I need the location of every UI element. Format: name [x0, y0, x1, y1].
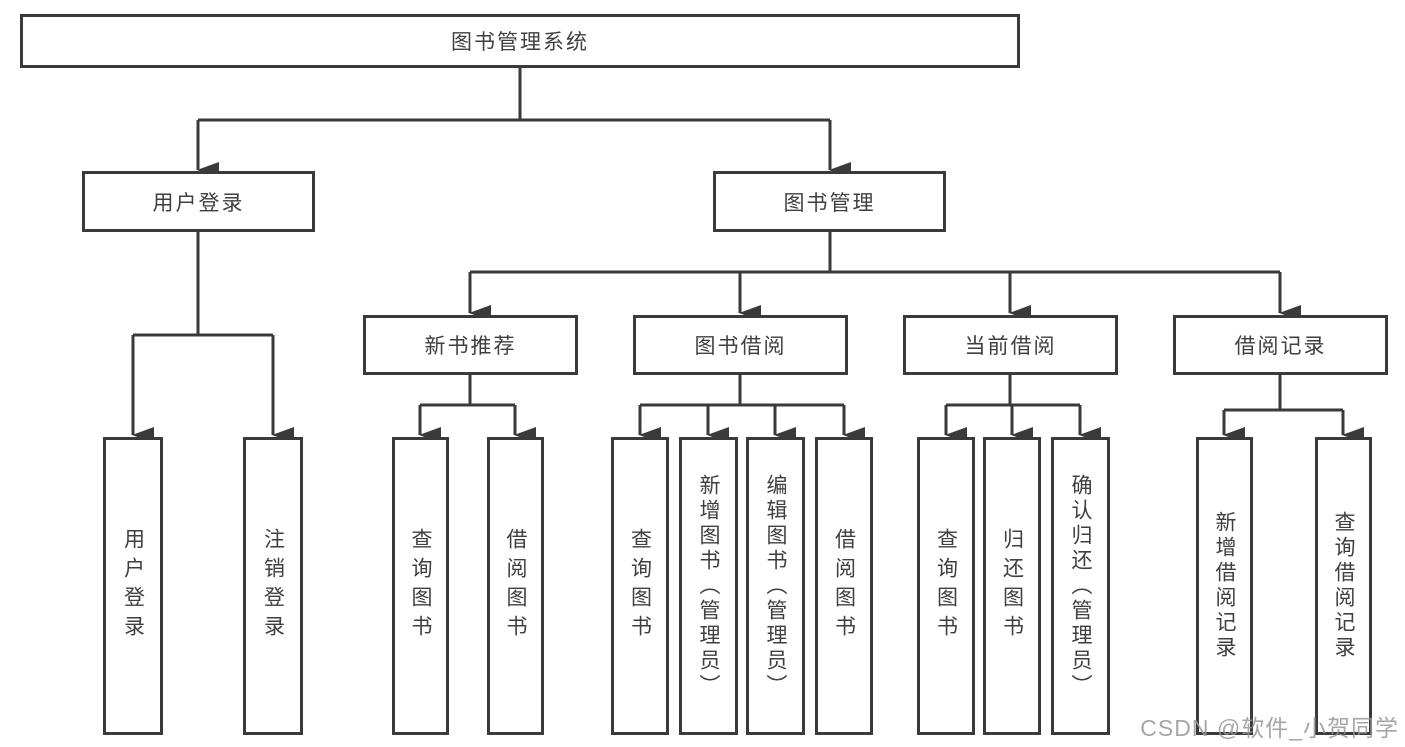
node-book-borrowing: 图书借阅 [633, 315, 848, 375]
node-new-book-recommend: 新书推荐 [363, 315, 578, 375]
leaf-query-books-current: 查询图书 [917, 437, 975, 735]
leaf-user-login: 用户登录 [103, 437, 163, 735]
node-book-management: 图书管理 [713, 171, 946, 232]
leaf-add-books-admin: 新增图书（管理员） [679, 437, 738, 735]
node-library-management-system: 图书管理系统 [20, 14, 1020, 68]
leaf-edit-books-admin: 编辑图书（管理员） [746, 437, 805, 735]
leaf-borrow-books-recommend: 借阅图书 [487, 437, 544, 735]
leaf-borrow-books-borrowing: 借阅图书 [815, 437, 873, 735]
node-user-login: 用户登录 [82, 171, 315, 232]
leaf-add-borrow-record: 新增借阅记录 [1196, 437, 1253, 735]
leaf-return-books: 归还图书 [983, 437, 1041, 735]
leaf-confirm-return-admin: 确认归还（管理员） [1051, 437, 1110, 735]
leaf-query-books-recommend: 查询图书 [392, 437, 449, 735]
leaf-logout: 注销登录 [243, 437, 303, 735]
leaf-query-books-borrowing: 查询图书 [611, 437, 669, 735]
node-current-borrowing: 当前借阅 [903, 315, 1118, 375]
node-borrowing-records: 借阅记录 [1173, 315, 1388, 375]
leaf-query-borrow-record: 查询借阅记录 [1315, 437, 1372, 735]
